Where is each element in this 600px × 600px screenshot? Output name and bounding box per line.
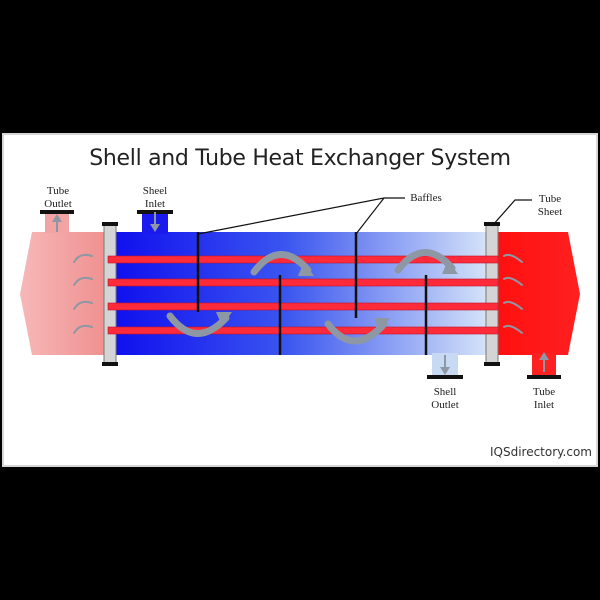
right-channel-head <box>498 232 580 355</box>
shell-flow-arrowheads <box>216 260 458 332</box>
flow-arrow <box>324 320 388 345</box>
tube <box>107 326 499 335</box>
tube-sheet-right <box>485 223 499 365</box>
baffles-label: Baffles <box>410 192 442 204</box>
tube-outlet-flange <box>40 210 74 214</box>
tube-sheet-bolts <box>102 222 500 366</box>
diagram-title: Shell and Tube Heat Exchanger System <box>89 146 511 171</box>
source-credit: IQSdirectory.com <box>489 445 592 459</box>
tube-flow-arrows <box>73 253 523 334</box>
shell-outlet-flange <box>427 375 463 379</box>
flow-arrow <box>166 312 230 337</box>
baffles <box>196 232 428 355</box>
tube <box>107 302 499 311</box>
tube-inlet-flange <box>527 375 561 379</box>
tube-sheet-left <box>103 223 117 365</box>
shell-body <box>115 232 492 355</box>
tube <box>107 278 499 287</box>
nozzle-arrows <box>52 212 549 375</box>
callout-lines <box>197 197 532 235</box>
left-channel-head <box>20 232 108 355</box>
